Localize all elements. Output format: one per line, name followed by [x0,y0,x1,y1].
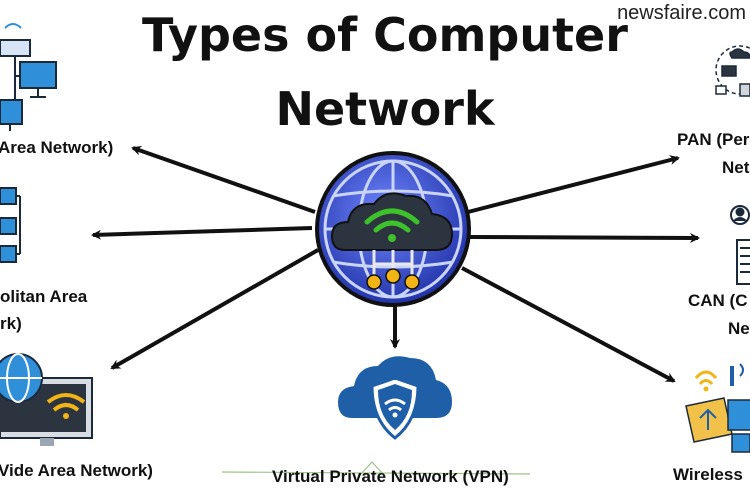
man-network-icon [0,187,21,263]
pan-label-line1: PAN (Per [677,130,750,149]
network-node-icon [404,274,420,290]
arrow-to-man [91,226,313,240]
arrow-to-pan [467,155,680,214]
arrow-to-can [469,232,700,243]
network-node-icon [366,274,382,290]
decorative-underline [221,461,531,476]
central-network-globe-icon [315,151,471,307]
diagram-title-line2: Network [275,82,495,136]
wifi-icon [364,208,420,242]
wireless-network-icon [685,363,750,453]
pan-label-line2: Net [722,158,750,177]
vpn-cloud-shield-icon [338,356,452,440]
can-label-line1: CAN (C [688,291,748,310]
wan-label: Vide Area Network) [0,461,153,480]
globe-icon [0,353,43,403]
network-node-icon [385,268,401,284]
can-campus-icon [730,205,750,285]
can-label-line2: Ne [728,319,750,338]
lan-computers-icon [0,23,57,131]
diagram-title-line1: Types of Computer [142,8,628,62]
wireless-label: Wireless [673,465,743,484]
man-label-line1: olitan Area [0,287,88,306]
watermark: newsfaire.com [617,2,746,24]
wan-computer-icon [0,353,93,446]
man-label-line2: rk) [0,314,22,333]
arrow-to-wireless [461,266,676,383]
arrow-to-lan [131,145,316,214]
vpn-label: Virtual Private Network (VPN) [272,467,509,486]
arrow-to-wan [110,248,319,370]
pan-devices-icon [715,45,750,97]
lan-label: Area Network) [0,138,114,157]
